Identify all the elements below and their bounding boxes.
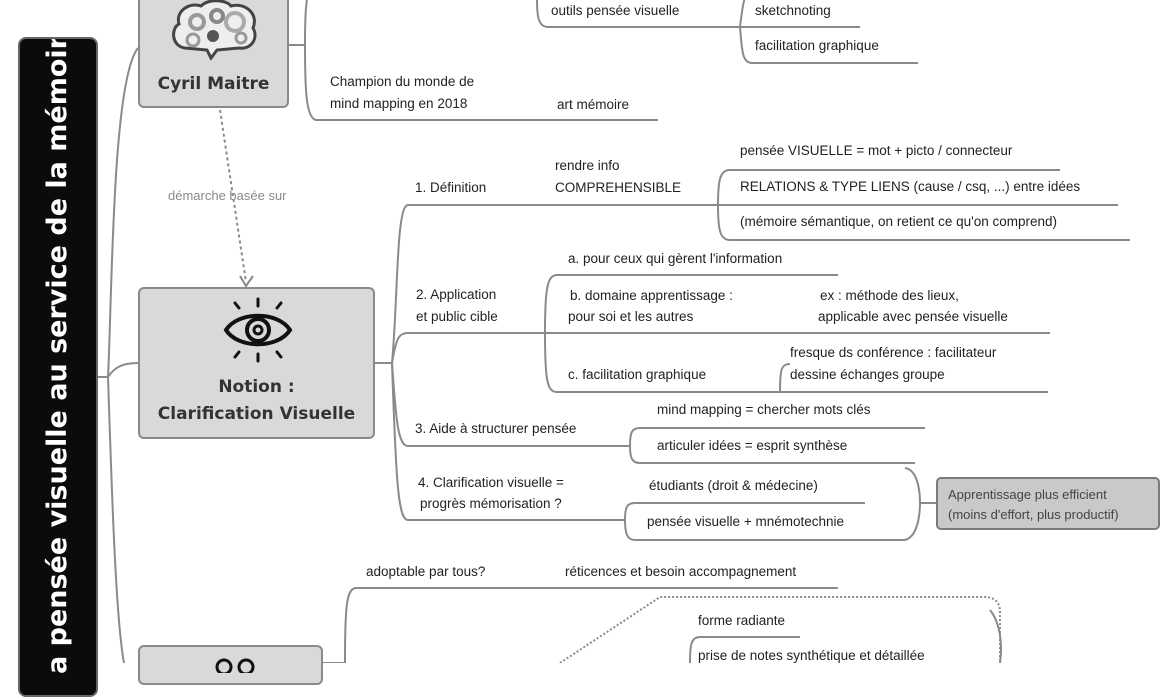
node-memorisation-2[interactable]: progrès mémorisation ? xyxy=(420,496,562,511)
node-rendre-info-2[interactable]: COMPREHENSIBLE xyxy=(555,180,682,195)
node-app-c-child-2[interactable]: dessine échanges groupe xyxy=(790,367,945,382)
node-def-child[interactable]: RELATIONS & TYPE LIENS (cause / csq, ...… xyxy=(740,179,1081,194)
node-reticences[interactable]: réticences et besoin accompagnement xyxy=(565,564,797,579)
topic-notion-clarification[interactable]: Notion : Clarification Visuelle xyxy=(138,287,375,439)
node-sketchnoting[interactable]: sketchnoting xyxy=(755,3,831,18)
node-app-c-child-1[interactable]: fresque ds conférence : facilitateur xyxy=(790,345,997,360)
topic-notion-label-2: Clarification Visuelle xyxy=(157,404,356,424)
topic-cyril-maitre[interactable]: Cyril Maitre xyxy=(138,0,289,108)
topic-notion-label-1: Notion : xyxy=(218,377,295,397)
node-outils[interactable]: outils pensée visuelle xyxy=(551,3,680,18)
node-rendre-info-1[interactable]: rendre info xyxy=(555,158,620,173)
brain-gears-icon xyxy=(172,0,257,61)
node-prise-de-notes[interactable]: prise de notes synthétique et détaillée xyxy=(698,648,925,663)
eye-icon xyxy=(223,297,293,363)
node-app-b-child-2[interactable]: applicable avec pensée visuelle xyxy=(818,309,1008,324)
node-definition[interactable]: 1. Définition xyxy=(415,180,487,195)
summary-line-2: (moins d'effort, plus productif) xyxy=(948,507,1119,522)
node-facilitation-graphique[interactable]: facilitation graphique xyxy=(755,38,879,53)
node-adoptable[interactable]: adoptable par tous? xyxy=(366,564,486,579)
central-topic-title: a pensée visuelle au service de la mémoi… xyxy=(42,37,73,674)
node-forme-radiante[interactable]: forme radiante xyxy=(698,613,786,628)
node-structurer-child[interactable]: mind mapping = chercher mots clés xyxy=(657,402,871,417)
glasses-icon xyxy=(215,658,255,673)
node-app-b-2[interactable]: pour soi et les autres xyxy=(568,309,694,324)
summary-line-1: Apprentissage plus efficient xyxy=(948,487,1107,502)
node-app-c[interactable]: c. facilitation graphique xyxy=(568,367,707,382)
node-def-child[interactable]: pensée VISUELLE = mot + picto / connecte… xyxy=(740,143,1013,158)
node-champion-2[interactable]: mind mapping en 2018 xyxy=(330,96,468,111)
node-structurer[interactable]: 3. Aide à structurer pensée xyxy=(415,421,577,436)
node-application-1[interactable]: 2. Application xyxy=(416,287,497,302)
central-topic[interactable]: a pensée visuelle au service de la mémoi… xyxy=(18,37,98,697)
node-art-memoire[interactable]: art mémoire xyxy=(557,97,630,112)
summary-callout[interactable]: Apprentissage plus efficient (moins d'ef… xyxy=(936,477,1160,530)
node-app-b-1[interactable]: b. domaine apprentissage : xyxy=(570,288,733,303)
node-memorisation-1[interactable]: 4. Clarification visuelle = xyxy=(418,475,564,490)
topic-cyril-label: Cyril Maitre xyxy=(157,74,270,94)
node-app-a[interactable]: a. pour ceux qui gèrent l'information xyxy=(568,251,783,266)
topic-third[interactable] xyxy=(138,645,323,685)
node-memo-child[interactable]: étudiants (droit & médecine) xyxy=(649,478,818,493)
node-structurer-child[interactable]: articuler idées = esprit synthèse xyxy=(657,438,848,453)
node-app-b-child-1[interactable]: ex : méthode des lieux, xyxy=(820,288,959,303)
node-application-2[interactable]: et public cible xyxy=(416,309,498,324)
relationship-label: démarche basée sur xyxy=(168,188,287,203)
node-memo-child[interactable]: pensée visuelle + mnémotechnie xyxy=(647,514,844,529)
node-champion-1[interactable]: Champion du monde de xyxy=(330,74,475,89)
connector-lines xyxy=(98,0,1130,663)
node-def-child[interactable]: (mémoire sémantique, on retient ce qu'on… xyxy=(740,214,1057,229)
